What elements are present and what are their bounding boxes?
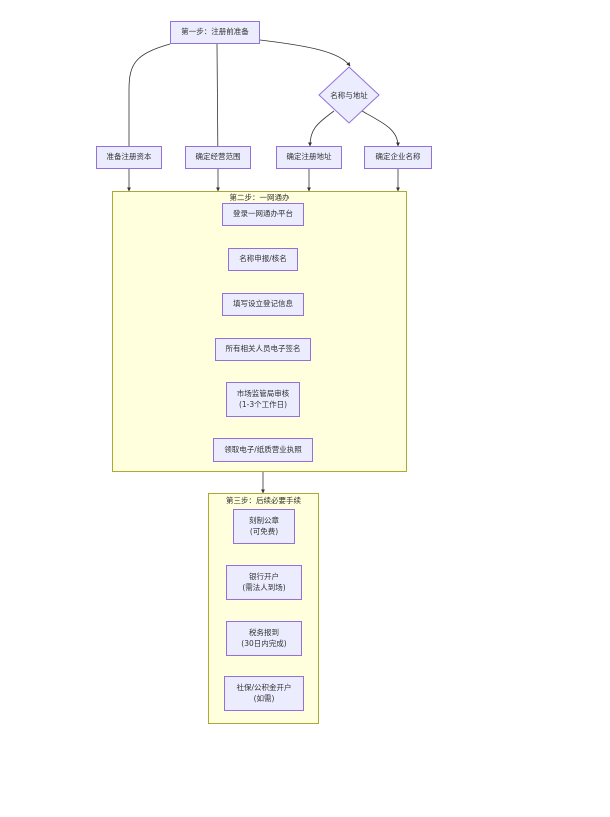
step2-line1: 领取电子/纸质营业执照 <box>224 444 302 454</box>
step2-line1: 市场监管局审核 <box>236 389 290 399</box>
edge-root-to-decision <box>259 39 351 67</box>
step3-line2: (需法人到场) <box>242 582 286 592</box>
edge-decision-to-name <box>361 110 400 147</box>
company-name-node: 确定企业名称 <box>364 146 432 169</box>
market-review-node: 市场监管局审核 (1-3个工作日) <box>226 382 300 417</box>
prepare-capital-label: 准备注册资本 <box>106 152 152 162</box>
social-security-node: 社保/公积金开户 (如需) <box>224 676 304 711</box>
step3-line2: (30日内完成) <box>241 638 287 648</box>
step2-title: 第二步：一网通办 <box>229 193 290 202</box>
edge-decision-to-address <box>308 110 335 147</box>
step3-line1: 银行开户 <box>249 572 279 582</box>
step2-line1: 登录一网通办平台 <box>233 209 293 219</box>
edge-root-to-capital <box>127 43 171 170</box>
official-seal-node: 刻制公章 (可免费) <box>233 509 295 544</box>
step2-line2: (1-3个工作日) <box>238 399 288 409</box>
step1-title-node: 第一步：注册前准备 <box>170 21 260 44</box>
bank-account-node: 银行开户 (需法人到场) <box>226 565 302 600</box>
step3-line1: 社保/公积金开户 <box>236 683 292 693</box>
register-address-node: 确定注册地址 <box>276 146 342 169</box>
step3-line2: (可免费) <box>249 526 279 536</box>
e-signature-node: 所有相关人员电子签名 <box>215 338 311 361</box>
prepare-capital-node: 准备注册资本 <box>96 146 162 169</box>
fill-registration-node: 填写设立登记信息 <box>222 293 304 316</box>
step3-title: 第三步：后续必要手续 <box>226 496 301 505</box>
decision-label-wrap: 名称与地址 <box>318 66 380 124</box>
register-address-label: 确定注册地址 <box>286 152 332 162</box>
step1-title: 第一步：注册前准备 <box>181 27 249 37</box>
step2-line1: 填写设立登记信息 <box>233 299 293 309</box>
name-declaration-node: 名称申报/核名 <box>228 248 298 271</box>
step2-line1: 所有相关人员电子签名 <box>225 344 301 354</box>
company-name-label: 确定企业名称 <box>375 152 421 162</box>
step3-line2: (如需) <box>253 693 275 703</box>
business-license-node: 领取电子/纸质营业执照 <box>213 438 313 462</box>
business-scope-label: 确定经营范围 <box>195 152 241 162</box>
decision-diamond <box>318 66 380 124</box>
step3-line1: 税务报到 <box>249 628 279 638</box>
decision-label: 名称与地址 <box>330 90 368 100</box>
step3-line1: 刻制公章 <box>249 516 279 526</box>
step2-cluster: 第二步：一网通办 <box>112 191 407 472</box>
step2-line1: 名称申报/核名 <box>239 254 287 264</box>
login-platform-node: 登录一网通办平台 <box>222 203 304 226</box>
business-scope-node: 确定经营范围 <box>185 146 251 169</box>
tax-registration-node: 税务报到 (30日内完成) <box>226 621 302 656</box>
